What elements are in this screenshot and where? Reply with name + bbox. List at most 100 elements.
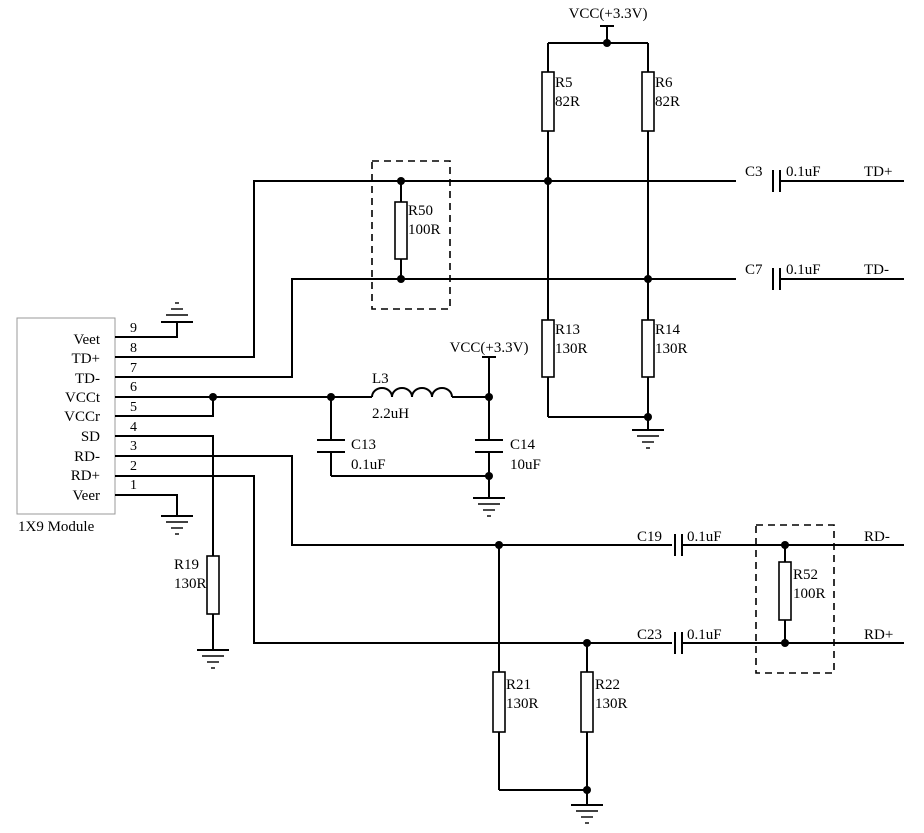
junction-dot	[644, 413, 652, 421]
svg-text:130R: 130R	[655, 341, 688, 357]
svg-text:C7: C7	[745, 262, 763, 278]
junction-dot	[397, 275, 405, 283]
junction-dot	[603, 39, 611, 47]
vcc-top: VCC(+3.3V)	[569, 6, 648, 27]
pin-label-td-minus: TD-	[75, 371, 100, 387]
pin-label-sd: SD	[81, 429, 100, 445]
resistor-r52: R52 100R	[778, 561, 826, 621]
svg-text:100R: 100R	[793, 586, 826, 602]
ground-symbol-r22	[571, 804, 603, 824]
svg-text:R22: R22	[595, 677, 620, 693]
svg-text:L3: L3	[372, 371, 389, 387]
resistor-r13: R13 130R	[541, 319, 588, 378]
inductor-l3: L3 2.2uH	[371, 371, 453, 422]
vcc-mid: VCC(+3.3V)	[450, 340, 529, 358]
svg-text:R14: R14	[655, 322, 681, 338]
pin-number-6: 6	[130, 380, 137, 395]
svg-text:130R: 130R	[174, 576, 207, 592]
svg-text:R52: R52	[793, 567, 818, 583]
resistor-r19: R19 130R	[174, 555, 220, 615]
svg-text:82R: 82R	[655, 94, 680, 110]
svg-text:0.1uF: 0.1uF	[687, 529, 722, 545]
pin-number-9: 9	[130, 321, 137, 336]
net-label-td-minus: TD-	[864, 262, 889, 278]
wires	[115, 26, 904, 805]
pin-label-vccr: VCCr	[64, 409, 100, 425]
ground-symbol-veet	[161, 302, 193, 323]
pin-label-veer: Veer	[73, 488, 100, 504]
capacitor-c19: C19 0.1uF	[637, 529, 722, 556]
junction-dot	[583, 639, 591, 647]
svg-text:2.2uH: 2.2uH	[372, 406, 409, 422]
junction-dot	[485, 393, 493, 401]
svg-text:C23: C23	[637, 627, 662, 643]
resistor-r5: R5 82R	[541, 71, 580, 132]
capacitor-c7: C7 0.1uF	[745, 262, 821, 290]
svg-text:R19: R19	[174, 557, 199, 573]
svg-text:C3: C3	[745, 164, 763, 180]
pin-number-3: 3	[130, 439, 137, 454]
resistor-r50: R50 100R	[394, 201, 441, 260]
net-label-rd-minus: RD-	[864, 529, 890, 545]
junction-dot	[209, 393, 217, 401]
pin-number-7: 7	[130, 361, 137, 376]
pin-label-rd-minus: RD-	[74, 449, 100, 465]
ground-symbol-r19	[197, 649, 229, 669]
junction-dots	[209, 39, 789, 794]
svg-text:C13: C13	[351, 437, 376, 453]
resistor-r21: R21 130R	[492, 671, 539, 733]
module-body	[16, 317, 116, 515]
pin-label-vcct: VCCt	[65, 390, 101, 406]
junction-dot	[644, 275, 652, 283]
ground-symbol-c14	[473, 497, 505, 517]
svg-text:100R: 100R	[408, 222, 441, 238]
vcc-mid-label: VCC(+3.3V)	[450, 340, 529, 356]
svg-text:130R: 130R	[555, 341, 588, 357]
module-1x9: 1X9 Module Veet TD+ TD- VCCt VCCr SD RD-…	[16, 317, 137, 535]
dashed-box-r52	[755, 524, 835, 674]
junction-dot	[485, 472, 493, 480]
svg-text:130R: 130R	[506, 696, 539, 712]
junction-dot	[544, 177, 552, 185]
junction-dot	[781, 541, 789, 549]
vcc-top-label: VCC(+3.3V)	[569, 6, 648, 22]
resistor-r6: R6 82R	[641, 71, 680, 132]
svg-text:0.1uF: 0.1uF	[351, 457, 386, 473]
svg-text:R6: R6	[655, 75, 673, 91]
junction-dot	[495, 541, 503, 549]
net-label-rd-plus: RD+	[864, 627, 893, 643]
module-name: 1X9 Module	[18, 519, 95, 535]
svg-text:C14: C14	[510, 437, 536, 453]
resistor-r22: R22 130R	[580, 671, 628, 733]
svg-text:0.1uF: 0.1uF	[786, 262, 821, 278]
pin-number-5: 5	[130, 400, 137, 415]
svg-text:0.1uF: 0.1uF	[786, 164, 821, 180]
svg-text:R21: R21	[506, 677, 531, 693]
svg-text:R13: R13	[555, 322, 580, 338]
svg-text:10uF: 10uF	[510, 457, 541, 473]
svg-text:C19: C19	[637, 529, 662, 545]
capacitor-c14: C14 10uF	[475, 437, 541, 473]
svg-text:R5: R5	[555, 75, 573, 91]
pin-label-rd-plus: RD+	[71, 468, 100, 484]
ground-symbol-r14	[632, 429, 664, 449]
svg-text:82R: 82R	[555, 94, 580, 110]
pin-number-8: 8	[130, 341, 137, 356]
dashed-box-r50	[371, 160, 451, 310]
junction-dot	[583, 786, 591, 794]
svg-text:0.1uF: 0.1uF	[687, 627, 722, 643]
junction-dot	[781, 639, 789, 647]
capacitor-c3: C3 0.1uF	[745, 164, 821, 192]
capacitor-c23: C23 0.1uF	[637, 627, 722, 654]
pin-label-td-plus: TD+	[72, 351, 100, 367]
pin-number-1: 1	[130, 478, 137, 493]
net-label-td-plus: TD+	[864, 164, 892, 180]
pin-label-veet: Veet	[73, 332, 100, 348]
junction-dot	[397, 177, 405, 185]
ground-symbol-veer	[161, 515, 193, 535]
capacitor-c13: C13 0.1uF	[317, 437, 386, 473]
resistor-r14: R14 130R	[641, 319, 688, 378]
svg-text:130R: 130R	[595, 696, 628, 712]
pin-number-2: 2	[130, 459, 137, 474]
